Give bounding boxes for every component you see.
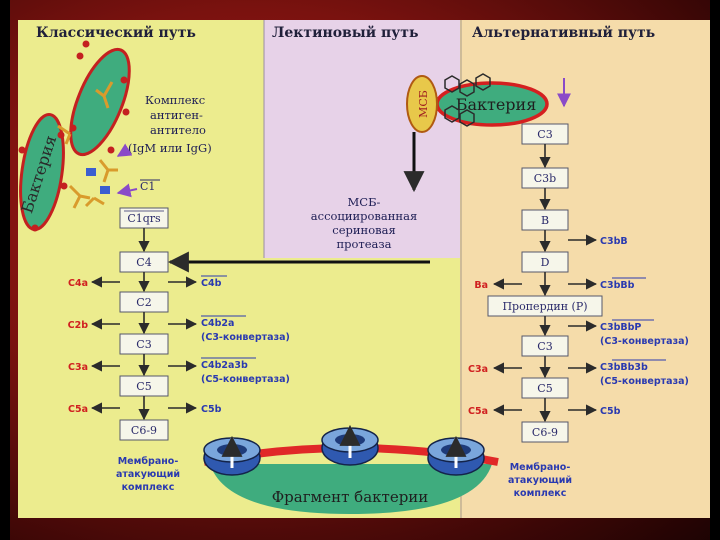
classical-bacteria-bottom: Бактерия <box>17 112 68 232</box>
classical-header: Классический путь <box>36 24 196 41</box>
alt-mac-line-2: атакующий <box>508 475 572 486</box>
svg-text:C3: C3 <box>537 340 552 353</box>
c1-arrow <box>116 183 138 198</box>
alt-mac-line-3: комплекс <box>514 488 567 499</box>
classical-box-c5: C5 <box>119 375 169 397</box>
lectin-text-3: сериновая <box>332 223 395 237</box>
c1-label: C1 <box>140 180 155 193</box>
right-black-stripe <box>710 0 720 540</box>
alt-box-d: D <box>521 251 569 273</box>
alt-mac-line-1: Мембрано- <box>510 462 571 473</box>
mac-pore-middle <box>321 424 379 466</box>
mac-pore-left <box>203 435 261 476</box>
cl-label-c4b: C4b <box>201 278 222 289</box>
alt-box-c6-9: C6-9 <box>521 421 569 443</box>
lectin-text-1: МСБ- <box>348 195 381 209</box>
classical-box-c3: C3 <box>119 333 169 355</box>
antibody-icons <box>57 81 118 209</box>
classical-box-c2: C2 <box>119 291 169 313</box>
alt-label-ba: Ba <box>474 280 488 291</box>
svg-text:C5: C5 <box>136 380 151 393</box>
complex-line-4: (IgM или IgG) <box>128 141 212 155</box>
classical-box-c6-9: C6-9 <box>119 419 169 441</box>
svg-text:C3: C3 <box>537 128 552 141</box>
cl-label-c2b: C2b <box>68 320 89 331</box>
alt-box-c5: C5 <box>521 377 569 399</box>
svg-text:C4: C4 <box>136 256 151 269</box>
sugar-hexagons <box>444 73 491 127</box>
alt-label-c3a: C3a <box>468 364 488 375</box>
left-black-stripe <box>0 0 10 540</box>
cl-mac-line-1: Мембрано- <box>118 456 179 467</box>
classical-box-c4: C4 <box>119 251 169 273</box>
svg-text:C1qrs: C1qrs <box>127 212 161 225</box>
cl-label-c4b2a3b: C4b2a3b <box>201 360 248 371</box>
svg-text:C2: C2 <box>136 296 151 309</box>
svg-text:B: B <box>541 214 549 227</box>
svg-text:C5: C5 <box>537 382 552 395</box>
svg-text:C3b: C3b <box>534 172 556 185</box>
alt-label-c3bb: C3bB <box>600 236 628 247</box>
complex-line-3: антитело <box>150 123 206 137</box>
cl-label-c3-convertase: (C3-конвертаза) <box>201 332 290 343</box>
alt-bacteria-label: Бактерия <box>456 95 537 114</box>
cl-mac-line-2: атакующий <box>116 469 180 480</box>
msb-label: МСБ <box>417 90 430 118</box>
classical-box-c1qrs: C1qrs <box>119 207 169 229</box>
alternative-header: Альтернативный путь <box>472 24 655 41</box>
svg-text:C6-9: C6-9 <box>532 426 558 439</box>
alt-box-c3-top: C3 <box>521 123 569 145</box>
alt-box-b: B <box>521 209 569 231</box>
alt-label-c3bbb: C3bBb <box>600 280 635 291</box>
classical-bacteria-top <box>69 40 131 157</box>
cl-label-c5a: C5a <box>68 404 88 415</box>
lectin-header: Лектиновый путь <box>272 24 418 41</box>
lectin-text-4: протеаза <box>336 237 391 251</box>
fragment-label: Фрагмент бактерии <box>272 488 429 506</box>
cl-label-c4b2a: C4b2a <box>201 318 234 329</box>
alt-label-c3bbbp: C3bBbP <box>600 322 641 333</box>
svg-text:D: D <box>541 256 550 269</box>
lectin-panel <box>264 20 462 258</box>
complex-line-2: антиген- <box>150 108 203 122</box>
cl-mac-line-3: комплекс <box>122 482 175 493</box>
alt-label-c5a: C5a <box>468 406 488 417</box>
cl-label-c5b: C5b <box>201 404 222 415</box>
alt-label-c3bbb3b: C3bBb3b <box>600 362 648 373</box>
svg-text:C6-9: C6-9 <box>131 424 157 437</box>
msb-ellipse: МСБ <box>406 75 438 133</box>
cl-label-c4a: C4a <box>68 278 88 289</box>
alt-label-c5b: C5b <box>600 406 621 417</box>
alt-label-c3-convertase: (C3-конвертаза) <box>600 336 689 347</box>
cl-label-c5-convertase: (C5-конвертаза) <box>201 374 290 385</box>
complex-arrow <box>116 143 133 157</box>
mac-pore-right <box>427 435 485 476</box>
alt-box-c3b: C3b <box>521 167 569 189</box>
alt-box-properdin: Пропердин (P) <box>487 295 603 317</box>
svg-text:Пропердин (P): Пропердин (P) <box>502 300 587 313</box>
alt-box-c3: C3 <box>521 335 569 357</box>
cl-label-c3a: C3a <box>68 362 88 373</box>
svg-text:C3: C3 <box>136 338 151 351</box>
alternative-bacteria: Бактерия <box>435 81 549 127</box>
c1-marker <box>86 168 96 176</box>
lectin-text-2: ассоциированная <box>311 209 417 223</box>
complex-line-1: Комплекс <box>145 93 205 107</box>
c1-marker-2 <box>100 186 110 194</box>
alt-label-c5-convertase: (C5-конвертаза) <box>600 376 689 387</box>
